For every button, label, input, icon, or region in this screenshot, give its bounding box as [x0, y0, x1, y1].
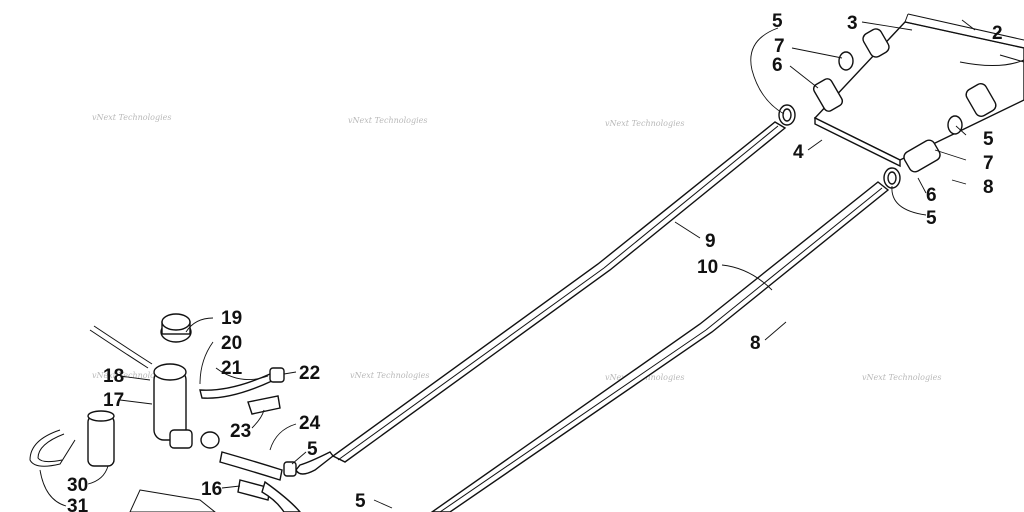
callout-label: 9 [705, 231, 716, 252]
right-couplers [883, 83, 997, 189]
callout-label: 7 [774, 36, 785, 57]
watermark: vNext Technologies [348, 116, 427, 125]
leader-lines [39, 19, 976, 509]
callout-label: 31 [67, 496, 89, 512]
callout-label: 21 [221, 358, 243, 379]
watermark: vNext Technologies [92, 371, 171, 380]
callout-label: 6 [926, 185, 937, 206]
watermark: vNext Technologies [350, 371, 429, 380]
callout-label: 18 [103, 366, 124, 387]
callout-label: 6 [772, 55, 783, 76]
callout-label: 5 [772, 11, 783, 32]
callout-label: 30 [67, 475, 88, 496]
upper-couplers [778, 28, 890, 126]
callout-label: 23 [230, 421, 251, 442]
filter-and-clip [29, 410, 216, 512]
cooler-rail-9 [295, 121, 787, 475]
callout-label: 5 [926, 208, 937, 229]
callout-label: 4 [793, 142, 804, 163]
callout-label: 20 [221, 333, 242, 354]
coolant-reservoir [89, 313, 193, 449]
callout-label: 3 [847, 13, 858, 34]
hoses [199, 367, 301, 512]
cooler-rail-10 [430, 181, 890, 512]
watermark: vNext Technologies [862, 373, 941, 382]
callout-label: 5 [355, 491, 366, 512]
callout-label: 5 [983, 129, 994, 150]
callout-label: 17 [103, 390, 124, 411]
callout-label: 16 [201, 479, 222, 500]
callout-label: 8 [750, 333, 761, 354]
callout-label: 2 [992, 23, 1003, 44]
watermark: vNext Technologies [605, 119, 684, 128]
callout-label: 22 [299, 363, 320, 384]
callout-label: 5 [307, 439, 318, 460]
callout-labels: 5 3 2 7 6 4 5 7 8 6 5 9 10 8 19 20 21 22… [67, 11, 1003, 512]
callout-label: 19 [221, 308, 242, 329]
callout-label: 10 [697, 257, 718, 278]
callout-label: 24 [299, 413, 321, 434]
callout-label: 7 [983, 153, 994, 174]
watermark: vNext Technologies [92, 113, 171, 122]
heat-exchanger-part [813, 13, 1024, 168]
callout-label: 8 [983, 177, 994, 198]
